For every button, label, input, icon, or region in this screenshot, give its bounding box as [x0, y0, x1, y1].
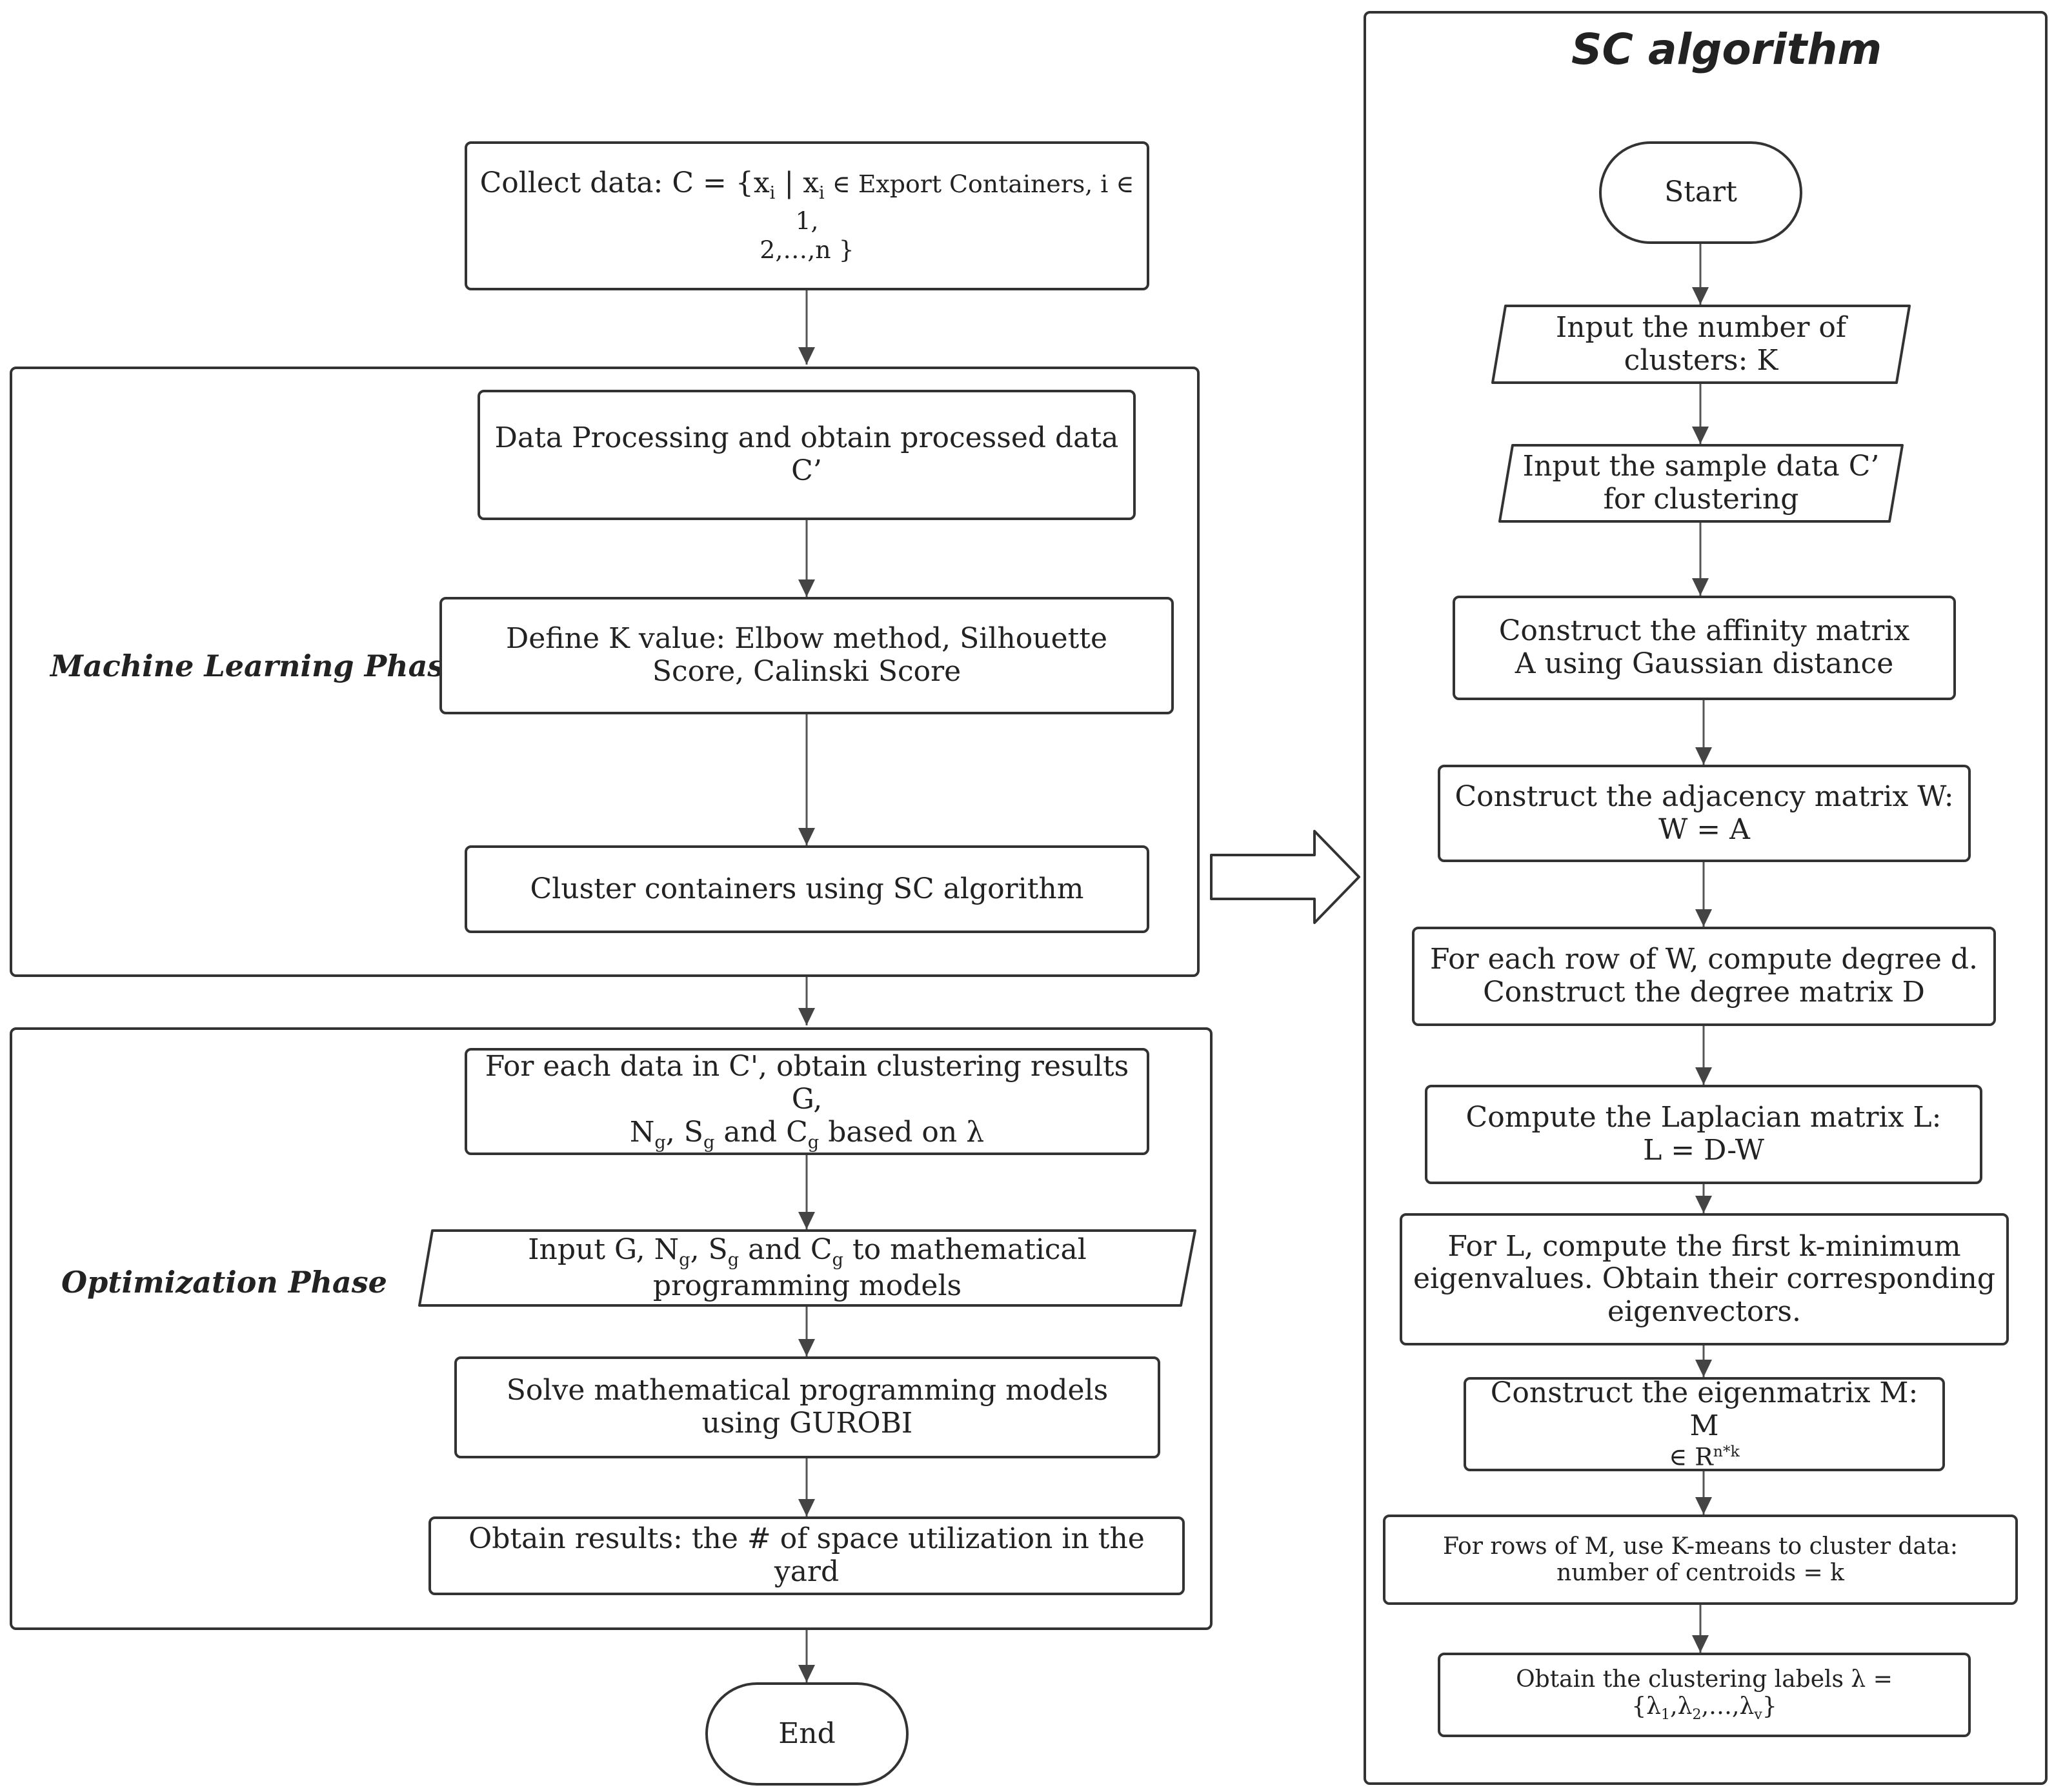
laplacian-matrix-box: Compute the Laplacian matrix L: L = D-W	[1425, 1085, 1982, 1184]
start-terminal: Start	[1599, 141, 1802, 244]
block-arrow-to-sc	[1210, 830, 1360, 924]
data-processing-box: Data Processing and obtain processed dat…	[478, 390, 1136, 520]
sc-algorithm-frame	[1364, 11, 2048, 1785]
eigenvalues-box: For L, compute the first k-minimum eigen…	[1400, 1213, 2009, 1345]
machine-learning-phase-label: Machine Learning Phase	[50, 649, 463, 683]
degree-matrix-box: For each row of W, compute degree d. Con…	[1412, 927, 1996, 1026]
cluster-containers-box: Cluster containers using SC algorithm	[465, 845, 1149, 933]
obtain-results-box: Obtain results: the # of space utilizati…	[428, 1516, 1185, 1595]
machine-learning-phase-frame	[10, 367, 1200, 977]
input-g-parallelogram: Input G, Ng, Sg and Cg to mathematical p…	[418, 1229, 1196, 1307]
eigenmatrix-box: Construct the eigenmatrix M: M ∈ Rn*k	[1464, 1376, 1945, 1471]
clustering-labels-box: Obtain the clustering labels λ = {λ1,λ2,…	[1438, 1653, 1971, 1737]
optimization-phase-label: Optimization Phase	[61, 1265, 387, 1300]
for-each-data-box: For each data in C', obtain clustering r…	[465, 1048, 1149, 1155]
kmeans-box: For rows of M, use K-means to cluster da…	[1383, 1515, 2018, 1605]
input-k-parallelogram: Input the number of clusters: K	[1491, 305, 1911, 384]
affinity-matrix-box: Construct the affinity matrix A using Ga…	[1453, 596, 1956, 700]
optimization-phase-frame	[10, 1027, 1213, 1630]
collect-data-box: Collect data: C = {xi | xi ∈ Export Cont…	[465, 141, 1149, 290]
solve-gurobi-box: Solve mathematical programming models us…	[454, 1356, 1160, 1458]
input-data-parallelogram: Input the sample data C’ for clustering	[1498, 444, 1904, 523]
define-k-box: Define K value: Elbow method, Silhouette…	[439, 597, 1174, 714]
sc-algorithm-title: SC algorithm	[1571, 25, 1882, 74]
end-terminal: End	[705, 1682, 909, 1786]
adjacency-matrix-box: Construct the adjacency matrix W: W = A	[1438, 765, 1971, 862]
